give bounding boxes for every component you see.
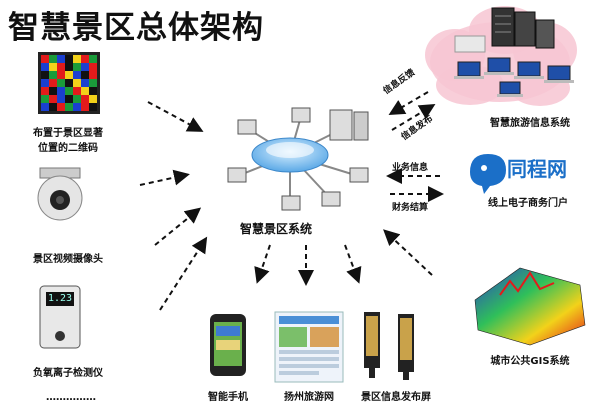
qr-cell: [65, 95, 73, 103]
qr-cell: [49, 63, 57, 71]
anion-meter-icon: [39, 285, 81, 349]
website-label: 扬州旅游网: [284, 392, 334, 403]
qr-cell: [41, 63, 49, 71]
qr-cell: [49, 55, 57, 63]
qr-cell: [65, 79, 73, 87]
qr-cell: [81, 95, 89, 103]
gis-system-label: 城市公共GIS系统: [490, 356, 570, 367]
qr-cell: [89, 63, 97, 71]
page-title: 智慧景区总体架构: [8, 10, 264, 46]
qr-cell: [73, 87, 81, 95]
more-devices-ellipsis: ……………: [46, 392, 96, 403]
qr-cell: [73, 71, 81, 79]
qr-code-label-line1: 布置于景区显著: [33, 128, 103, 139]
qr-cell: [89, 79, 97, 87]
qr-cell: [57, 103, 65, 111]
flow-arrows: [139, 91, 444, 311]
qr-cell: [57, 87, 65, 95]
qr-cell: [89, 71, 97, 79]
camera-label: 景区视频摄像头: [33, 254, 103, 265]
qr-cell: [81, 63, 89, 71]
website-screenshot-icon: [274, 311, 344, 383]
qr-cell: [65, 71, 73, 79]
qr-cell: [49, 79, 57, 87]
qr-cell: [49, 103, 57, 111]
qr-cell: [57, 63, 65, 71]
central-hub-network: [227, 107, 369, 211]
anion-meter-label: 负氧离子检测仪: [33, 368, 103, 379]
server-rack-icon: [454, 7, 555, 53]
qr-cell: [81, 87, 89, 95]
ecommerce-portal-label: 线上电子商务门户: [488, 198, 568, 209]
qr-cell: [49, 87, 57, 95]
qr-cell: [41, 79, 49, 87]
center-system-label: 智慧景区系统: [240, 222, 313, 236]
qr-cell: [81, 79, 89, 87]
meter-reading: 1.23: [47, 293, 73, 304]
qr-cell: [81, 71, 89, 79]
smartphone-label: 智能手机: [208, 392, 248, 403]
qr-cell: [41, 71, 49, 79]
qr-cell: [73, 63, 81, 71]
qr-cell: [49, 71, 57, 79]
kiosk-screen-icons: [364, 312, 414, 380]
qr-cell: [65, 87, 73, 95]
qr-code-icon: [38, 52, 100, 114]
finance-settle-label: 财务结算: [392, 203, 429, 213]
qr-cell: [81, 55, 89, 63]
qr-cell: [41, 55, 49, 63]
qr-cell: [57, 71, 65, 79]
qr-cell: [89, 87, 97, 95]
qr-cell: [73, 103, 81, 111]
kiosk-label: 景区信息发布屏: [361, 392, 431, 403]
qr-cell: [73, 95, 81, 103]
tongcheng-logo-text: 同程网: [507, 157, 567, 181]
qr-cell: [57, 55, 65, 63]
qr-cell: [41, 87, 49, 95]
business-info-label: 业务信息: [392, 163, 429, 173]
laptop-icons: [454, 57, 574, 97]
qr-cell: [81, 103, 89, 111]
qr-cell: [73, 79, 81, 87]
qr-code-label: 布置于景区显著 位置的二维码: [20, 124, 116, 154]
qr-cell: [41, 95, 49, 103]
gis-map-icon: [474, 267, 586, 346]
camera-icon: [37, 167, 83, 221]
qr-cell: [41, 103, 49, 111]
qr-cell: [49, 95, 57, 103]
qr-cell: [57, 95, 65, 103]
tourism-info-system-label: 智慧旅游信息系统: [490, 118, 570, 129]
qr-cell: [65, 55, 73, 63]
qr-cell: [57, 79, 65, 87]
qr-cell: [89, 103, 97, 111]
qr-cell: [65, 63, 73, 71]
qr-cell: [89, 55, 97, 63]
qr-cell: [73, 55, 81, 63]
qr-cell: [65, 103, 73, 111]
qr-cell: [89, 95, 97, 103]
tongcheng-logo-icon: [470, 154, 506, 194]
smartphone-icon: [210, 314, 246, 376]
qr-code-label-line2: 位置的二维码: [38, 143, 98, 154]
